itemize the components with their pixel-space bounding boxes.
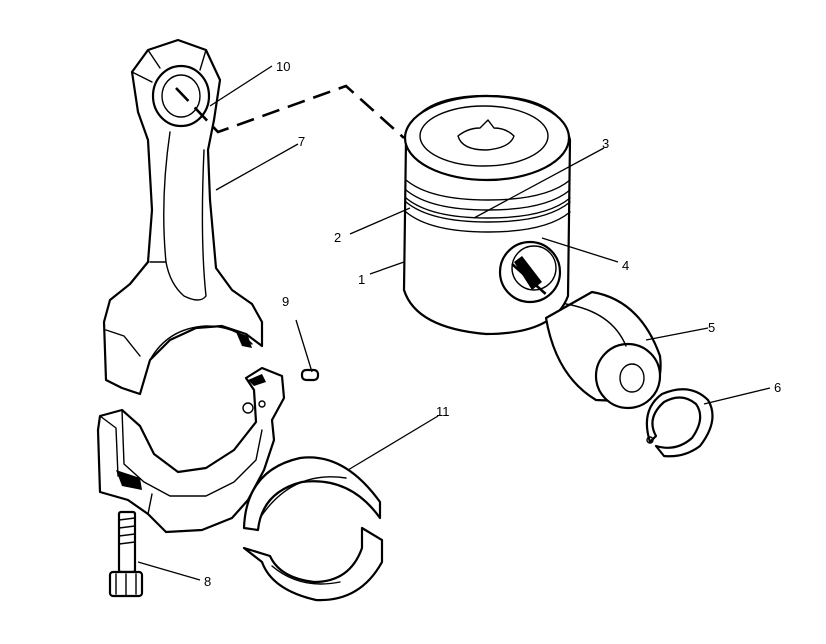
retainer-ring: [645, 388, 714, 458]
callout-2: 2: [334, 230, 341, 245]
callout-5: 5: [708, 320, 715, 335]
bearing-shells: [242, 456, 384, 602]
callout-7: 7: [298, 134, 305, 149]
connecting-rod-cap: [96, 366, 286, 534]
connecting-rod: [102, 38, 264, 396]
callout-1: 1: [358, 272, 365, 287]
callout-labels: 10 7 3 2 1 4 5 6 9 11 8: [204, 59, 781, 589]
piston: [402, 94, 572, 336]
leader-lines: [137, 65, 771, 581]
callout-8: 8: [204, 574, 211, 589]
piston-rings: [405, 197, 571, 219]
callout-11: 11: [436, 404, 450, 419]
dowel: [300, 368, 320, 382]
callout-9: 9: [282, 294, 289, 309]
callout-4: 4: [622, 258, 629, 273]
rod-bolt: [108, 510, 144, 598]
piston-pin: [544, 290, 662, 410]
callout-10: 10: [276, 59, 290, 74]
alignment-dashed-line: [175, 84, 549, 297]
callout-3: 3: [602, 136, 609, 151]
callout-6: 6: [774, 380, 781, 395]
